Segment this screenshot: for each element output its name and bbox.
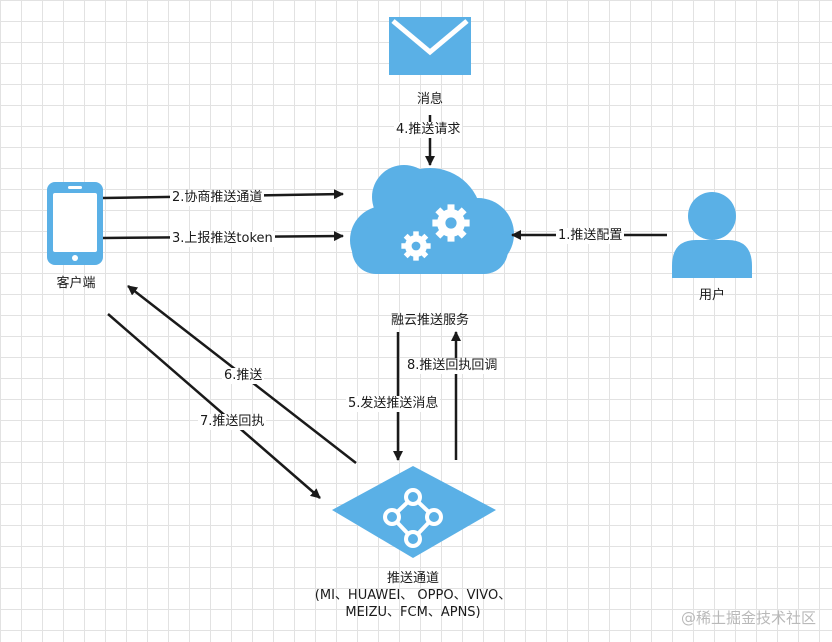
channel-providers-line1: (MI、HUAWEI、 OPPO、VIVO、 (314, 588, 512, 603)
channel-label: 推送通道 (386, 571, 439, 586)
arrow-client-to-channel (107, 313, 321, 499)
network-icon (332, 466, 496, 558)
edge-label-push: 6.推送 (222, 368, 265, 384)
cloud-gears-icon (350, 165, 514, 274)
edge-label-send-push: 5.发送推送消息 (346, 396, 441, 412)
phone-icon (47, 182, 103, 265)
edge-label-report-token: 3.上报推送token (170, 231, 275, 247)
cloud-label: 融云推送服务 (390, 313, 469, 328)
message-label: 消息 (416, 92, 443, 107)
user-label: 用户 (698, 288, 725, 303)
envelope-icon (389, 17, 471, 75)
channel-providers-line2: MEIZU、FCM、APNS) (345, 605, 481, 620)
edge-label-push-receipt: 7.推送回执 (198, 414, 267, 430)
edge-label-push-request: 4.推送请求 (394, 122, 463, 138)
edge-label-negotiate-channel: 2.协商推送通道 (170, 190, 265, 206)
edge-label-push-config: 1.推送配置 (556, 228, 625, 244)
edge-label-push-callback: 8.推送回执回调 (405, 358, 500, 374)
user-icon (672, 192, 752, 278)
client-label: 客户端 (56, 276, 96, 291)
watermark: @稀土掘金技术社区 (680, 609, 816, 627)
